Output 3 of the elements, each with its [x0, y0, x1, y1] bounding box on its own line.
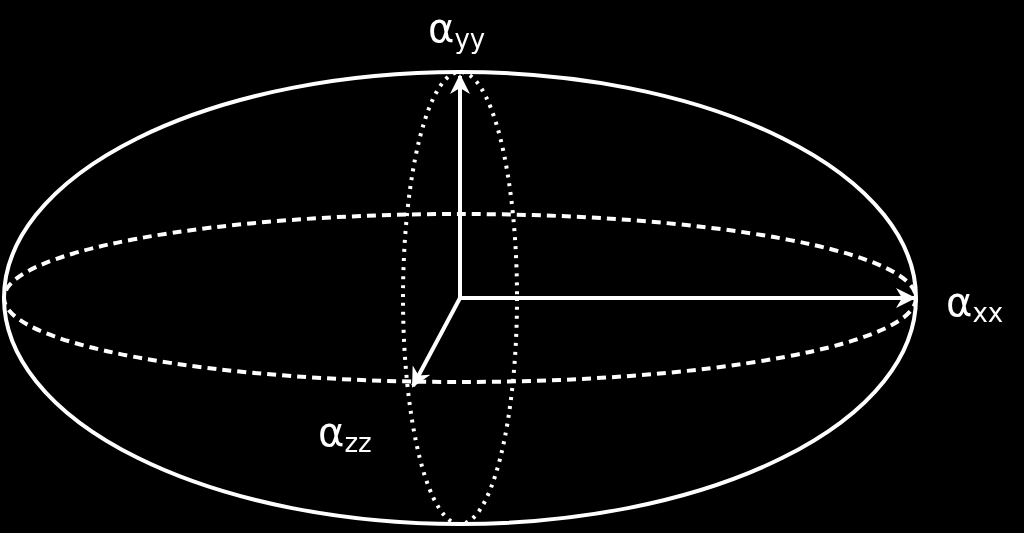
axis-label: α$_{xx}$: [946, 282, 1004, 326]
axis-label: α$_{zz}$: [318, 412, 372, 456]
axis-label: α$_{yy}$: [428, 8, 486, 52]
